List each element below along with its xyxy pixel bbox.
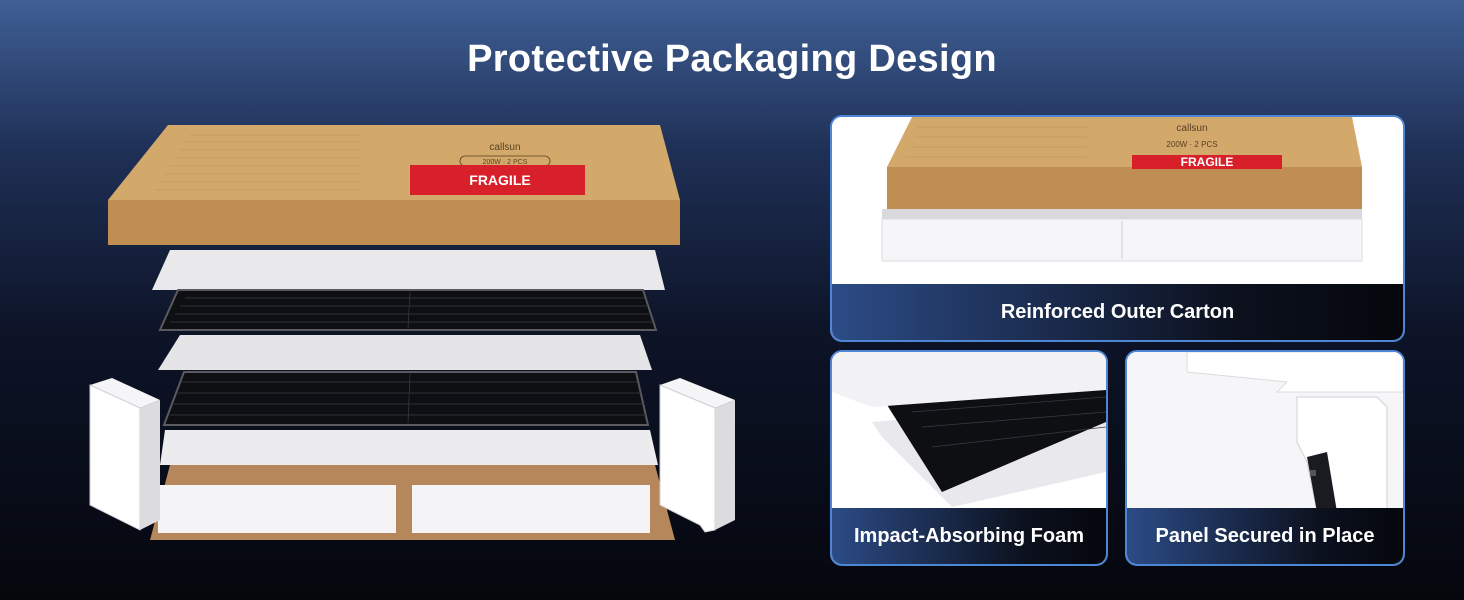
protective-sheet-top [152, 250, 665, 290]
feature-card-corner: Panel Secured in Place [1125, 350, 1405, 566]
corner-closeup-image [1127, 352, 1403, 513]
carton-base-with-foam [150, 465, 675, 540]
foam-corner-guard-left [89, 378, 160, 531]
carton-lid: callsun 200W · 2 PCS FRAGILE [108, 125, 680, 245]
svg-text:200W · 2 PCS: 200W · 2 PCS [1166, 140, 1217, 149]
card-caption: Impact-Absorbing Foam [832, 508, 1106, 564]
carton-spec: 200W · 2 PCS [483, 159, 528, 166]
card-caption: Reinforced Outer Carton [832, 284, 1403, 340]
foam-corner-guard-right [659, 378, 735, 533]
solar-panel-top [158, 289, 658, 331]
protective-sheet-middle [158, 335, 652, 370]
corner-guard-icon [1127, 352, 1403, 513]
exploded-packaging-illustration: callsun 200W · 2 PCS FRAGILE [60, 120, 770, 560]
foam-closeup-image [832, 352, 1106, 512]
protective-sheet-bottom [160, 430, 658, 465]
carton-closeup-image: FRAGILE callsun 200W · 2 PCS [832, 117, 1403, 287]
solar-panel-bottom [162, 371, 650, 426]
fragile-sticker [410, 165, 585, 195]
card-caption: Panel Secured in Place [1127, 508, 1403, 564]
packaging-layers-graphic: callsun 200W · 2 PCS FRAGILE [89, 125, 735, 540]
carton-brand: callsun [489, 142, 520, 153]
svg-text:callsun: callsun [1176, 123, 1207, 134]
feature-card-carton: FRAGILE callsun 200W · 2 PCS Reinforced … [830, 115, 1405, 342]
page-title: Protective Packaging Design [467, 38, 997, 80]
svg-text:FRAGILE: FRAGILE [1181, 155, 1234, 169]
carton-closeup-icon: FRAGILE callsun 200W · 2 PCS [832, 117, 1403, 287]
fragile-label: FRAGILE [469, 172, 530, 188]
feature-card-foam: Impact-Absorbing Foam [830, 350, 1108, 566]
foam-sheet-icon [832, 352, 1106, 512]
